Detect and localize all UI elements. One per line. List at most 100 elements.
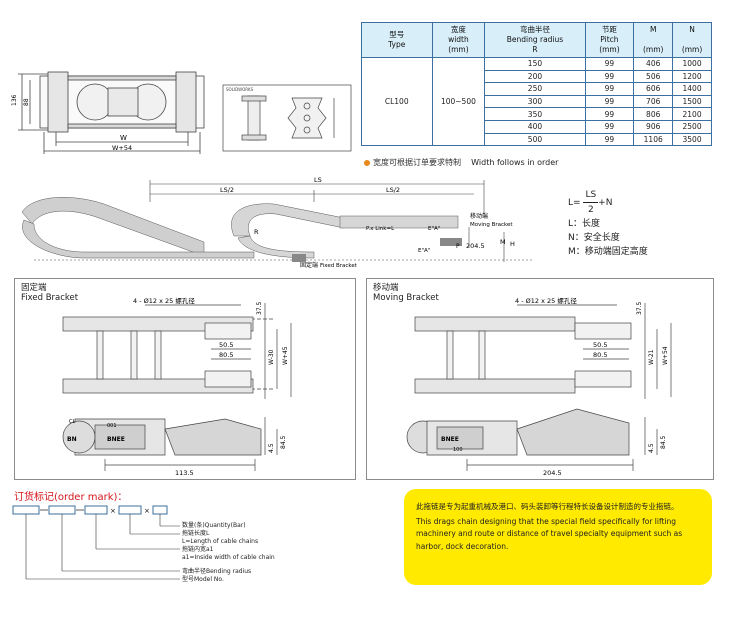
formula-def-l: L：长度 [568,219,601,229]
n-cell: 2100 [672,107,712,121]
moving-link-100: 100 [453,447,463,453]
m-cell: 606 [633,82,674,96]
chain-front-drawing: 136 88 W W+54 [11,71,205,154]
width-cell: 100~500 [431,56,486,147]
n-cell: 1400 [672,82,712,96]
dim-88: 88 [23,98,30,106]
m-cell: 1106 [633,132,674,147]
moving-dim-w54: W+54 [662,346,669,365]
legend-radius: 弯曲半径Bending radius [182,568,252,575]
radius-cell: 350 [484,107,586,121]
order-leader-lines [25,514,180,580]
moving-title-en: Moving Bracket [373,293,439,303]
label-204: 204.5 [466,242,485,250]
dim-w54: W+54 [112,144,132,152]
radius-cell: 200 [484,69,586,84]
label-p: P [456,243,460,250]
label-ls2-right: LS/2 [386,186,400,194]
n-cell: 1000 [672,57,712,71]
pitch-cell: 99 [584,94,635,109]
info-zh: 此拖链是专为起重机械及港口、码头装卸等行程特长设备设计制造的专业拖链。 [416,502,679,511]
label-ls2-left: LS/2 [220,186,234,194]
pitch-cell: 99 [584,119,635,134]
label-r: R [254,228,259,236]
fixed-title-en: Fixed Bracket [21,293,79,303]
svg-text:SOLIDWORKS: SOLIDWORKS [226,87,254,92]
pitch-cell: 99 [584,69,635,84]
fixed-hole-label: 4 - Ø12 x 25 螺孔径 [133,296,195,305]
fixed-bracket-zh: 固定端 [300,261,318,269]
dim-136: 136 [11,94,18,106]
fixed-bracket-panel: 固定端 Fixed Bracket [14,278,356,480]
moving-dim-505: 50.5 [593,341,607,349]
radius-cell: 500 [484,132,586,147]
radius-cell: 250 [484,82,586,96]
m-cell: 806 [633,107,674,121]
formula-def-m: M：移动端固定高度 [568,247,648,257]
label-ls: LS [314,176,322,184]
label-ea-bottom: E"A" [418,248,430,254]
radius-cell: 400 [484,119,586,134]
moving-dim-845: 84.5 [660,435,667,449]
moving-bracket-panel: 移动端 Moving Bracket 4 - Ø12 [366,278,714,480]
info-box: 此拖链是专为起重机械及港口、码头装卸等行程特长设备设计制造的专业拖链。 This… [404,489,712,585]
table-row: CL100 100~500 150 99 406 1000 [361,56,712,147]
moving-hole-label: 4 - Ø12 x 25 螺孔径 [515,296,577,305]
m-cell: 406 [633,57,674,71]
m-cell: 906 [633,119,674,134]
chain-side-drawing: LS LS/2 LS/2 R P.x Link=L E"A" E"A" P 20… [21,176,534,269]
m-cell: 506 [633,69,674,84]
label-pxlink: P.x Link=L [366,226,395,232]
fixed-dim-845: 84.5 [280,435,287,449]
legend-quantity: 数量(条)Quantity(Bar) [182,522,246,529]
dim-w: W [120,134,127,142]
fixed-link-bn: BN [67,436,77,443]
fixed-dim-w30: W-30 [268,349,275,365]
order-mark-diagram: × × [12,505,168,515]
moving-dim-375: 37.5 [636,301,643,315]
width-note: 宽度可根据订单要求特制 Width follows in order [364,157,558,168]
pitch-cell: 99 [584,82,635,96]
fixed-dim-375: 37.5 [256,301,263,315]
m-cell: 706 [633,94,674,109]
moving-bracket-drawing: 4 - Ø12 x 25 螺孔径 37.5 50.5 80.5 W-21 W+5… [406,296,672,477]
legend-model: 型号Model No. [182,576,224,583]
legend-width-en: a1=Inside width of cable chain [182,554,275,561]
moving-dim-45: 4.5 [648,443,655,453]
n-cell: 1500 [672,94,712,109]
fixed-bracket-en: Fixed Bracket [320,263,358,269]
header-m: M(mm) [633,22,674,58]
fixed-dim-w45: W+45 [282,346,289,365]
n-cell: 1200 [672,69,712,84]
legend-length-en: L=Length of cable chains [182,538,259,545]
pitch-cell: 99 [584,132,635,147]
pitch-cell: 99 [584,107,635,121]
moving-dim-2045: 204.5 [543,469,562,477]
label-h: H [510,240,515,248]
header-n: N(mm) [672,22,712,58]
pitch-cell: 99 [584,57,635,71]
order-mark-title: 订货标记(order mark)： [14,492,128,503]
legend-length-zh: 拖链长度L [182,530,210,537]
radius-cell: 150 [484,57,586,71]
fixed-dim-505: 50.5 [219,341,233,349]
label-ea-top: E"A" [428,226,440,232]
moving-dim-w21: W-21 [648,349,655,365]
svg-text:×: × [110,507,116,515]
legend-width-zh: 拖链内宽a1 [182,546,214,553]
label-m: M [500,238,506,246]
fixed-dim-1135: 113.5 [175,469,194,477]
fixed-link-cl: CL [69,419,75,425]
moving-bracket-en: Moving Bracket [470,222,513,228]
